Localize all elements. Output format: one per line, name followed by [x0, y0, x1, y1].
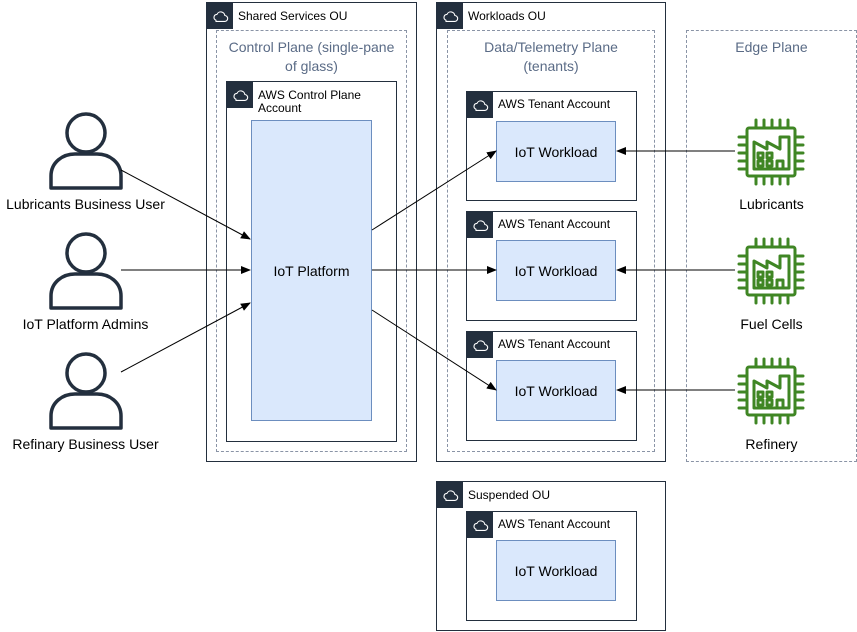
edge-plane-title: Edge Plane [735, 39, 808, 55]
edge-site-label: Fuel Cells [740, 316, 803, 332]
cloud-icon [467, 512, 493, 538]
user-label: Refinary Business User [12, 436, 159, 452]
arrow-platform-to-workload-1 [371, 150, 497, 231]
cloud-icon [467, 332, 493, 358]
iot-workload: IoT Workload [496, 121, 616, 182]
workload-label: IoT Workload [514, 143, 598, 160]
edge-site-label: Refinery [745, 436, 798, 452]
cloud-icon [437, 482, 463, 508]
user-label: Lubricants Business User [6, 196, 165, 212]
account-label: AWS Tenant Account [498, 217, 611, 231]
workload-label: IoT Workload [514, 562, 598, 579]
plane-title-line1: Data/Telemetry Plane [484, 39, 618, 55]
edge-site-lubricants: Lubricants [686, 118, 857, 218]
iot-platform: IoT Platform [251, 120, 372, 421]
plane-title-line1: Control Plane (single-pane [228, 39, 395, 55]
account-label: AWS Tenant Account [498, 517, 611, 531]
data-telemetry-plane: Data/Telemetry Plane (tenants) [447, 30, 655, 452]
user-lubricants: Lubricants Business User [0, 110, 171, 220]
cloud-icon [207, 3, 233, 29]
account-label: AWS Tenant Account [498, 97, 611, 111]
iot-platform-label: IoT Platform [273, 262, 350, 279]
account-label-line2: Account [258, 101, 302, 115]
control-plane: Control Plane (single-pane of glass) [216, 30, 407, 452]
user-refinary: Refinary Business User [0, 350, 171, 460]
cloud-icon [227, 82, 253, 108]
account-label-line1: AWS Control Plane [258, 88, 361, 102]
arrow-lubricants-user-to-platform [120, 169, 251, 240]
user-label: IoT Platform Admins [22, 316, 149, 332]
cloud-icon [467, 92, 493, 118]
iot-workload: IoT Workload [496, 240, 616, 301]
plane-title-line2: (tenants) [523, 58, 579, 74]
cloud-icon [437, 3, 463, 29]
iot-workload: IoT Workload [496, 360, 616, 421]
edge-site-fuel-cells: Fuel Cells [686, 237, 857, 337]
iot-workload: IoT Workload [496, 540, 616, 601]
user-iot-admins: IoT Platform Admins [0, 230, 171, 340]
ou-label: Suspended OU [468, 488, 551, 502]
ou-label: Workloads OU [468, 9, 546, 23]
workload-label: IoT Workload [514, 382, 598, 399]
cloud-icon [467, 212, 493, 238]
account-label: AWS Tenant Account [498, 337, 611, 351]
arrow-platform-to-workload-3 [371, 309, 497, 391]
workload-label: IoT Workload [514, 262, 598, 279]
edge-site-refinery: Refinery [686, 357, 857, 457]
plane-title-line2: of glass) [285, 58, 338, 74]
edge-site-label: Lubricants [739, 196, 804, 212]
arrow-refinary-user-to-platform [120, 302, 251, 373]
ou-label: Shared Services OU [238, 9, 348, 23]
